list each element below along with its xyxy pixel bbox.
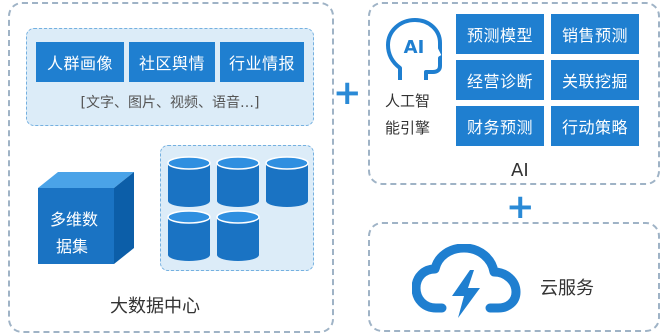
ai-icon-text: AI xyxy=(404,37,425,58)
ai-module-business-diagnosis: 经营诊断 xyxy=(456,60,544,100)
source-chip-industry-intel: 行业情报 xyxy=(220,42,304,82)
sources-note: [文字、图片、视频、语音…] xyxy=(80,95,260,111)
ai-head-icon: AI xyxy=(386,18,442,80)
ai-engine-label-line2: 能引擎 xyxy=(385,119,431,137)
cube-label-line1: 多维数 xyxy=(50,210,99,229)
database-cylinder-icon xyxy=(216,156,260,207)
ai-module-association-mining: 关联挖掘 xyxy=(551,60,639,100)
database-cylinder-icon xyxy=(167,156,211,207)
cloud-lightning-icon xyxy=(412,244,521,318)
plus-connector-1: + xyxy=(333,73,362,113)
big-data-center-panel xyxy=(8,2,334,333)
ai-label: AI xyxy=(511,160,529,181)
cube-icon xyxy=(38,172,134,264)
cloud-service-panel xyxy=(368,222,660,332)
ai-module-action-strategy: 行动策略 xyxy=(551,106,639,146)
plus-connector-2: + xyxy=(506,187,535,227)
ai-engine-label-line1: 人工智 xyxy=(385,92,431,110)
ai-module-prediction-model: 预测模型 xyxy=(456,14,544,54)
database-cylinder-icon xyxy=(265,156,309,207)
ai-module-financial-forecast: 财务预测 xyxy=(456,106,544,146)
ai-panel xyxy=(368,2,660,185)
database-cylinder-icon xyxy=(216,210,260,261)
ai-module-sales-forecast: 销售预测 xyxy=(551,14,639,54)
cloud-service-label: 云服务 xyxy=(540,278,594,299)
big-data-center-label: 大数据中心 xyxy=(110,296,200,317)
cube-label-line2: 据集 xyxy=(56,237,89,256)
database-cylinder-icon xyxy=(167,210,211,261)
storage-cylinders xyxy=(167,156,309,261)
source-chip-crowd-profile: 人群画像 xyxy=(36,42,124,82)
source-chip-community-sentiment: 社区舆情 xyxy=(129,42,215,82)
